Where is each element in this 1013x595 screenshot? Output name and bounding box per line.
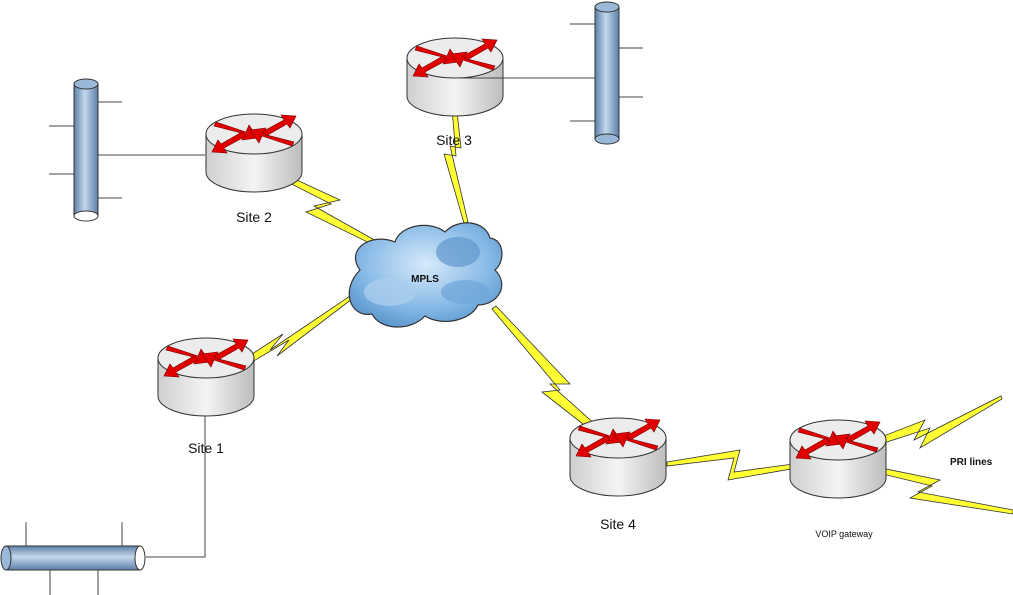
lan-bus-site1 — [0, 522, 146, 595]
pri-lines-label: PRI lines — [950, 457, 993, 468]
site-3-label: Site 3 — [436, 132, 472, 148]
lan-cables — [98, 77, 598, 558]
voip-gateway-label: VOIP gateway — [815, 529, 873, 539]
lan-bus-site2 — [49, 78, 122, 222]
router-site4 — [569, 417, 667, 497]
mpls-cloud: MPLS — [348, 222, 503, 328]
cloud-label: MPLS — [411, 274, 439, 285]
wan-link-gateway — [666, 449, 809, 481]
router-voip-gateway — [789, 419, 887, 499]
lan-bus-site3 — [570, 1, 643, 145]
site-1-label: Site 1 — [188, 440, 224, 456]
router-site1 — [157, 337, 255, 417]
site-2-label: Site 2 — [236, 209, 272, 225]
site-4-label: Site 4 — [600, 516, 636, 532]
router-site3 — [406, 37, 504, 117]
router-site2 — [205, 113, 303, 193]
